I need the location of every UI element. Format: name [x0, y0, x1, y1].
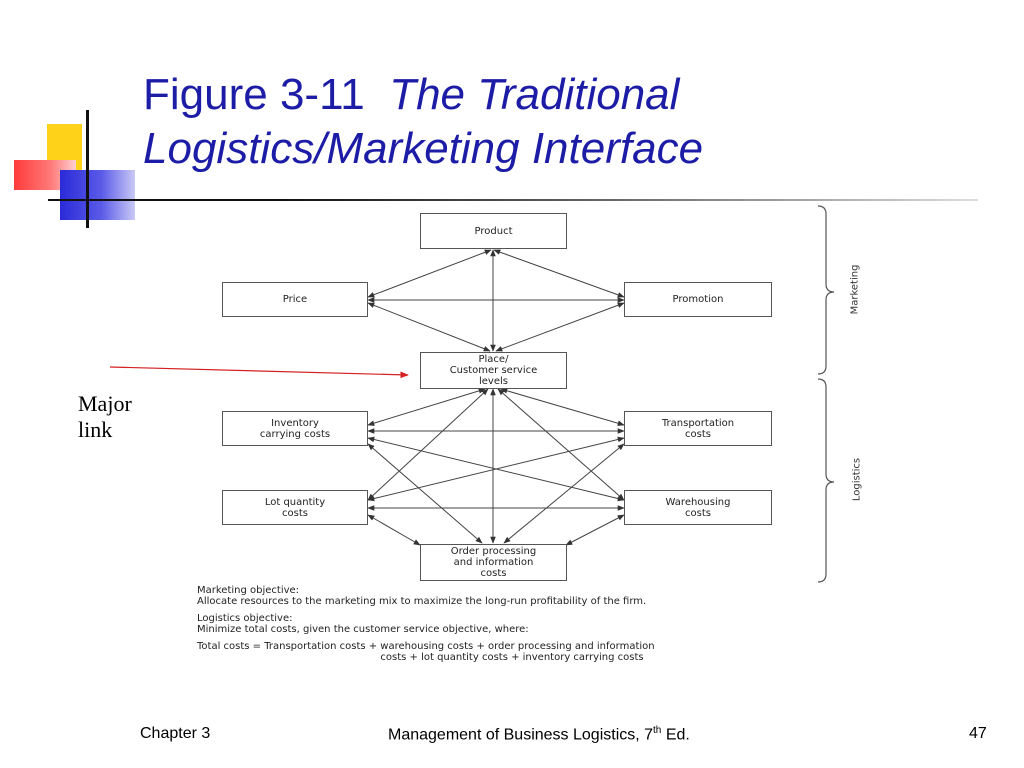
- objectives-notes: Marketing objective: Allocate resources …: [197, 585, 817, 663]
- link-price-place: [367, 302, 491, 352]
- footer-book-title: Management of Business Logistics, 7th Ed…: [388, 725, 690, 744]
- logistics-bracket: [817, 378, 835, 583]
- decorative-vertical-line: [86, 110, 89, 228]
- logistics-objective-text: Minimize total costs, given the customer…: [197, 624, 529, 635]
- link-transportation-order: [503, 443, 625, 544]
- node-promotion: Promotion: [624, 282, 772, 317]
- footer-book-title-end: Ed.: [661, 726, 690, 744]
- node-inventory-carrying-costs: Inventory carrying costs: [222, 411, 368, 446]
- footer-page-number: 47: [969, 725, 987, 742]
- logistics-bracket-label: Logistics: [851, 457, 863, 502]
- major-link-annotation: Major link: [78, 391, 132, 443]
- title-line-1: Figure 3-11 The Traditional: [143, 68, 1003, 122]
- major-link-line-2: link: [78, 417, 113, 442]
- node-lot-quantity-costs: Lot quantity costs: [222, 490, 368, 525]
- major-link-arrow: [109, 366, 409, 379]
- node-warehousing-costs: Warehousing costs: [624, 490, 772, 525]
- marketing-bracket-label: Marketing: [849, 264, 861, 315]
- link-place-transportation: [500, 388, 625, 426]
- node-place-customer-service: Place/ Customer service levels: [420, 352, 567, 389]
- title-underline: [48, 199, 978, 201]
- link-inventory-order: [367, 443, 483, 544]
- slide-title: Figure 3-11 The Traditional Logistics/Ma…: [143, 68, 1003, 176]
- link-product-price: [367, 249, 492, 298]
- title-text-part-2: Logistics/Marketing Interface: [143, 124, 704, 173]
- footer-edition-suffix: th: [653, 725, 662, 736]
- title-text-part-1: The Traditional: [389, 70, 680, 119]
- node-product: Product: [420, 213, 567, 249]
- footer-chapter: Chapter 3: [140, 725, 211, 742]
- footer-book-title-main: Management of Business Logistics, 7: [388, 726, 654, 744]
- marketing-bracket: [817, 205, 835, 375]
- total-costs-line-1: Total costs = Transportation costs + war…: [197, 641, 655, 652]
- link-place-lot: [367, 388, 489, 501]
- title-figure-number: Figure 3-11: [143, 70, 365, 119]
- link-place-warehousing: [497, 388, 625, 501]
- major-link-line-1: Major: [78, 391, 132, 416]
- link-lot-order: [367, 514, 421, 546]
- marketing-objective-heading: Marketing objective:: [197, 585, 300, 596]
- link-warehousing-order: [565, 514, 625, 546]
- total-costs-line-2: costs + lot quantity costs + inventory c…: [380, 652, 644, 663]
- link-place-inventory: [367, 388, 486, 426]
- node-price: Price: [222, 282, 368, 317]
- decorative-blue-square: [60, 170, 135, 220]
- marketing-objective-text: Allocate resources to the marketing mix …: [197, 596, 647, 607]
- node-order-processing-costs: Order processing and information costs: [420, 544, 567, 581]
- link-promotion-place: [495, 302, 625, 352]
- node-transportation-costs: Transportation costs: [624, 411, 772, 446]
- link-product-promotion: [493, 249, 625, 298]
- logistics-objective-heading: Logistics objective:: [197, 613, 293, 624]
